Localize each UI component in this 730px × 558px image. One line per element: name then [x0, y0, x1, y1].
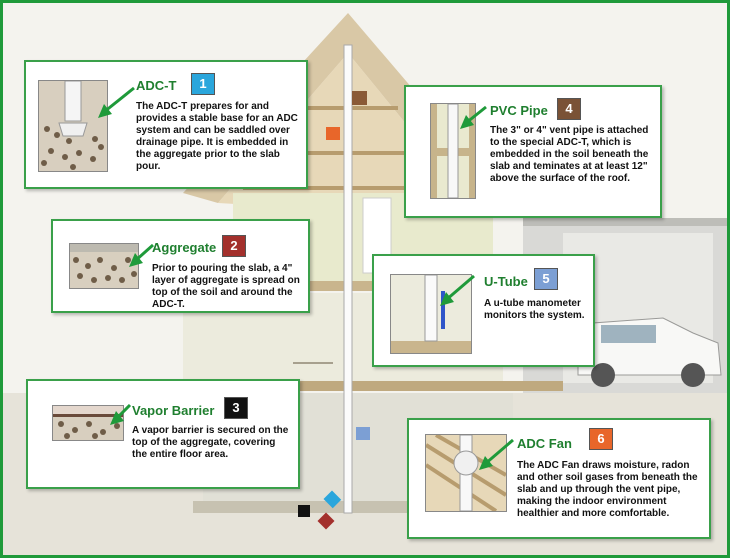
callout-u-tube: U-Tube 5 A u-tube manometer monitors the… — [372, 254, 595, 367]
vapor-barrier-title: Vapor Barrier — [132, 403, 214, 418]
aggregate-title: Aggregate — [152, 240, 216, 255]
vent-pipe — [344, 45, 352, 513]
pvc-pipe-arrow-icon — [456, 103, 490, 131]
aggregate-number-badge: 2 — [222, 235, 246, 257]
vapor-barrier-arrow-icon — [108, 401, 134, 425]
adc-fan-title: ADC Fan — [517, 436, 572, 451]
vapor-barrier-description: A vapor barrier is secured on the top of… — [132, 425, 292, 461]
callout-adc-fan: ADC Fan 6 The ADC Fan draws moisture, ra… — [407, 418, 711, 539]
pipe-marker-pvc — [352, 91, 367, 105]
vapor-barrier-number-badge: 3 — [224, 397, 248, 419]
pvc-pipe-title: PVC Pipe — [490, 103, 548, 118]
adc-t-arrow-icon — [92, 82, 142, 122]
u-tube-arrow-icon — [434, 272, 480, 310]
pipe-marker-vapor-barrier — [298, 505, 310, 517]
pvc-pipe-number-badge: 4 — [557, 98, 581, 120]
pvc-pipe-description: The 3" or 4" vent pipe is attached to th… — [490, 125, 654, 185]
callout-pvc-pipe: PVC Pipe 4 The 3" or 4" vent pipe is att… — [404, 85, 662, 218]
aggregate-description: Prior to pouring the slab, a 4" layer of… — [152, 263, 302, 311]
u-tube-number-badge: 5 — [534, 268, 558, 290]
pipe-marker-u-tube — [356, 427, 370, 440]
adc-t-number-badge: 1 — [191, 73, 215, 95]
callout-vapor-barrier: Vapor Barrier 3 A vapor barrier is secur… — [26, 379, 300, 489]
pipe-marker-adc-fan — [326, 127, 340, 140]
callout-aggregate: Aggregate 2 Prior to pouring the slab, a… — [51, 219, 310, 313]
adc-fan-number-badge: 6 — [589, 428, 613, 450]
callout-adc-t: ADC-T 1 The ADC-T prepares for and provi… — [24, 60, 308, 189]
adc-fan-description: The ADC Fan draws moisture, radon and ot… — [517, 460, 703, 520]
u-tube-title: U-Tube — [484, 274, 528, 289]
u-tube-description: A u-tube manometer monitors the system. — [484, 298, 588, 322]
adc-fan-arrow-icon — [473, 436, 519, 474]
adc-t-description: The ADC-T prepares for and provides a st… — [136, 101, 301, 173]
adc-t-title: ADC-T — [136, 78, 176, 93]
